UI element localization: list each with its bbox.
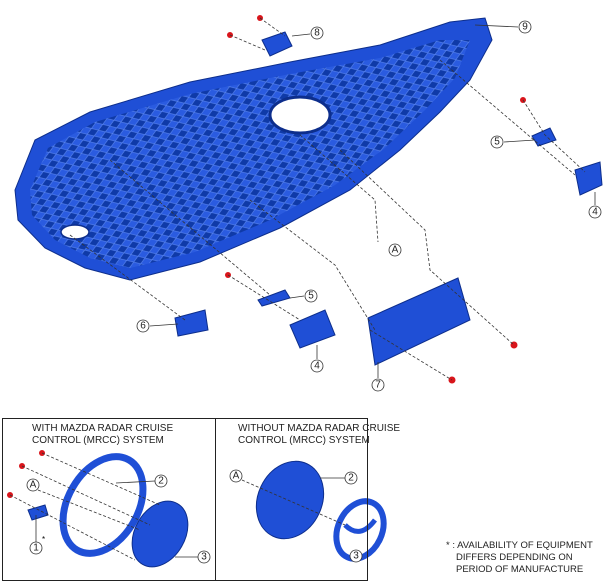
asterisk-mark: * bbox=[42, 535, 45, 544]
without-mrcc-title: WITHOUT MAZDA RADAR CRUISE CONTROL (MRCC… bbox=[238, 423, 400, 447]
box1-callout-1: 1 bbox=[29, 541, 43, 555]
emblem-opening bbox=[268, 95, 332, 135]
callout-8: 8 bbox=[310, 26, 324, 40]
svg-text:2: 2 bbox=[158, 476, 164, 487]
title-line: WITH MAZDA RADAR CRUISE bbox=[32, 423, 174, 434]
without-mrcc-parts bbox=[241, 460, 387, 562]
bracket-4-right bbox=[574, 161, 603, 196]
svg-text:5: 5 bbox=[308, 291, 314, 302]
svg-text:4: 4 bbox=[314, 361, 320, 372]
title-line: CONTROL (MRCC) SYSTEM bbox=[238, 435, 370, 446]
svg-text:3: 3 bbox=[353, 551, 359, 562]
title-line: WITHOUT MAZDA RADAR CRUISE bbox=[238, 423, 401, 434]
bracket-4-center bbox=[289, 309, 336, 349]
callout-a: A bbox=[388, 243, 402, 257]
callout-6: 6 bbox=[136, 319, 150, 333]
bracket-6 bbox=[174, 309, 209, 337]
box1-callout-2: 2 bbox=[154, 474, 168, 488]
callout-5-center: 5 bbox=[304, 289, 318, 303]
note-line: DIFFERS DEPENDING ON bbox=[456, 552, 573, 563]
box2-callout-3: 3 bbox=[349, 549, 363, 563]
bracket-5-right bbox=[531, 127, 557, 147]
with-mrcc-parts bbox=[7, 450, 198, 568]
box1-callout-a: A bbox=[26, 478, 40, 492]
svg-text:A: A bbox=[392, 245, 399, 256]
bracket-5-center bbox=[257, 289, 291, 307]
svg-text:A: A bbox=[30, 480, 37, 491]
svg-text:A: A bbox=[233, 471, 240, 482]
svg-text:9: 9 bbox=[522, 22, 528, 33]
footnote: * : AVAILABILITY OF EQUIPMENT DIFFERS DE… bbox=[446, 540, 593, 576]
front-grille bbox=[14, 17, 493, 281]
svg-text:1: 1 bbox=[33, 543, 39, 554]
callout-9: 9 bbox=[518, 20, 532, 34]
svg-text:2: 2 bbox=[348, 473, 354, 484]
svg-text:3: 3 bbox=[201, 552, 207, 563]
bracket-8 bbox=[261, 31, 293, 57]
callout-7: 7 bbox=[371, 378, 385, 392]
box2-callout-a: A bbox=[229, 469, 243, 483]
svg-text:6: 6 bbox=[140, 321, 146, 332]
callout-5-right: 5 bbox=[490, 135, 504, 149]
svg-text:8: 8 bbox=[314, 28, 320, 39]
svg-text:7: 7 bbox=[375, 380, 381, 391]
note-line: PERIOD OF MANUFACTURE bbox=[456, 564, 584, 575]
svg-text:4: 4 bbox=[592, 207, 598, 218]
callout-4-center: 4 bbox=[310, 359, 324, 373]
box2-callout-2: 2 bbox=[344, 471, 358, 485]
note-line: * : AVAILABILITY OF EQUIPMENT bbox=[446, 540, 593, 551]
box1-callout-3: 3 bbox=[197, 550, 211, 564]
title-line: CONTROL (MRCC) SYSTEM bbox=[32, 435, 164, 446]
callout-4-right: 4 bbox=[588, 205, 602, 219]
license-plate-bracket-7 bbox=[367, 277, 471, 366]
with-mrcc-title: WITH MAZDA RADAR CRUISE CONTROL (MRCC) S… bbox=[32, 423, 173, 447]
svg-text:5: 5 bbox=[494, 137, 500, 148]
